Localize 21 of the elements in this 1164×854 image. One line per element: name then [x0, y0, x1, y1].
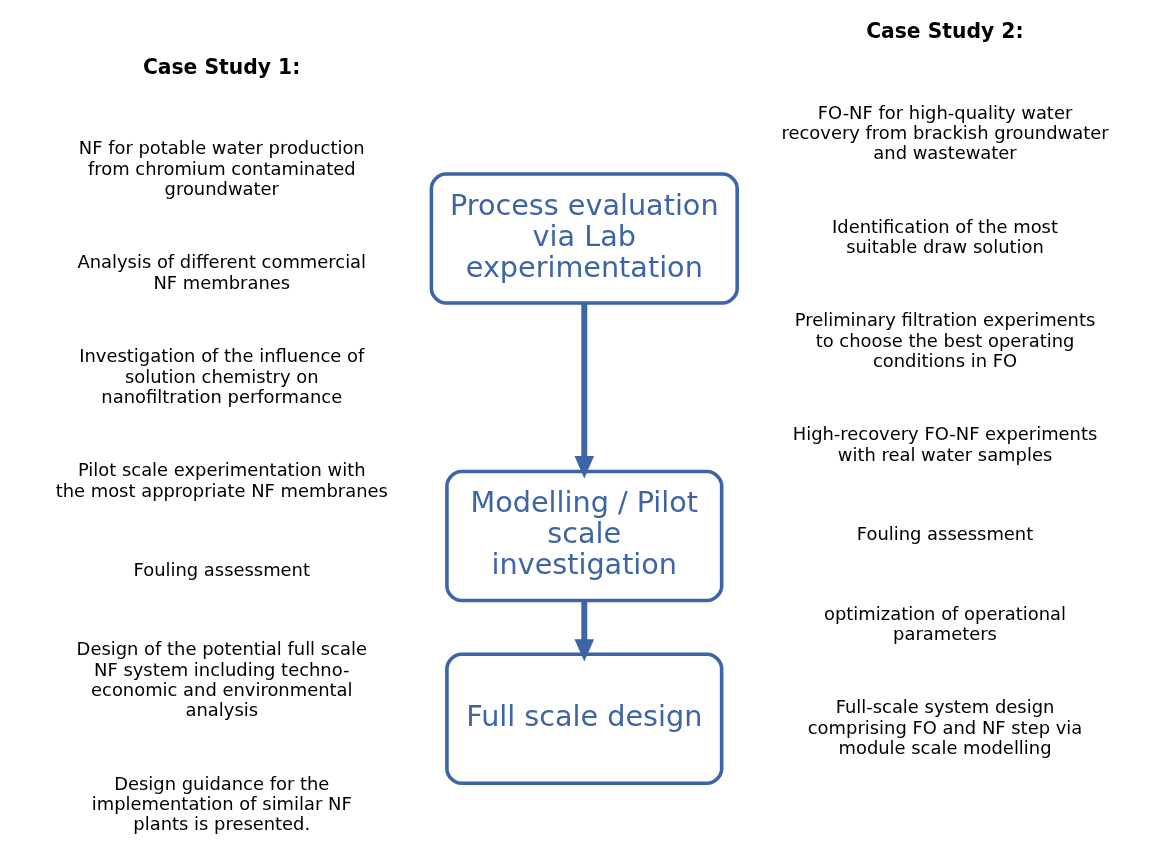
label: Investigation of the influence of solution chemistry on nanofiltration performance — [78, 345, 364, 407]
label: Pilot scale experimentation with the most appropriate NF membranes — [55, 459, 388, 501]
label: High-recovery FO-NF experiments with real water samples — [792, 423, 1097, 465]
label: Fouling assessment — [856, 523, 1033, 545]
label: optimization of operational parameters — [823, 602, 1066, 644]
node-box: Modelling / Pilot scale investigation — [444, 469, 723, 603]
label: Analysis of different commercial NF membranes — [76, 251, 366, 293]
label: Design of the potential full scale NF system including techno-economic and environmental analysis — [76, 638, 367, 721]
label: Case Study 1: — [142, 54, 300, 79]
node-box: Full scale design — [444, 652, 723, 786]
label: NF for potable water production from chromium contaminated groundwater — [78, 137, 365, 199]
label: Fouling assessment — [133, 559, 310, 581]
node-box: Process evaluation via Lab experimentation — [429, 172, 739, 305]
label: Design guidance for the implementation of similar NF plants is presented. — [91, 772, 352, 835]
arrow — [574, 600, 594, 662]
label: Full-scale system design comprising FO and NF step via module scale modelling — [807, 696, 1082, 758]
label: Preliminary filtration experiments to choose the best operating conditions in FO — [794, 309, 1095, 371]
arrow — [574, 303, 594, 479]
label: Identification of the most suitable draw solution — [831, 215, 1058, 257]
label: FO-NF for high-quality water recovery from brackish groundwater and wastewater — [781, 101, 1109, 164]
label: Case Study 2: — [865, 19, 1024, 44]
